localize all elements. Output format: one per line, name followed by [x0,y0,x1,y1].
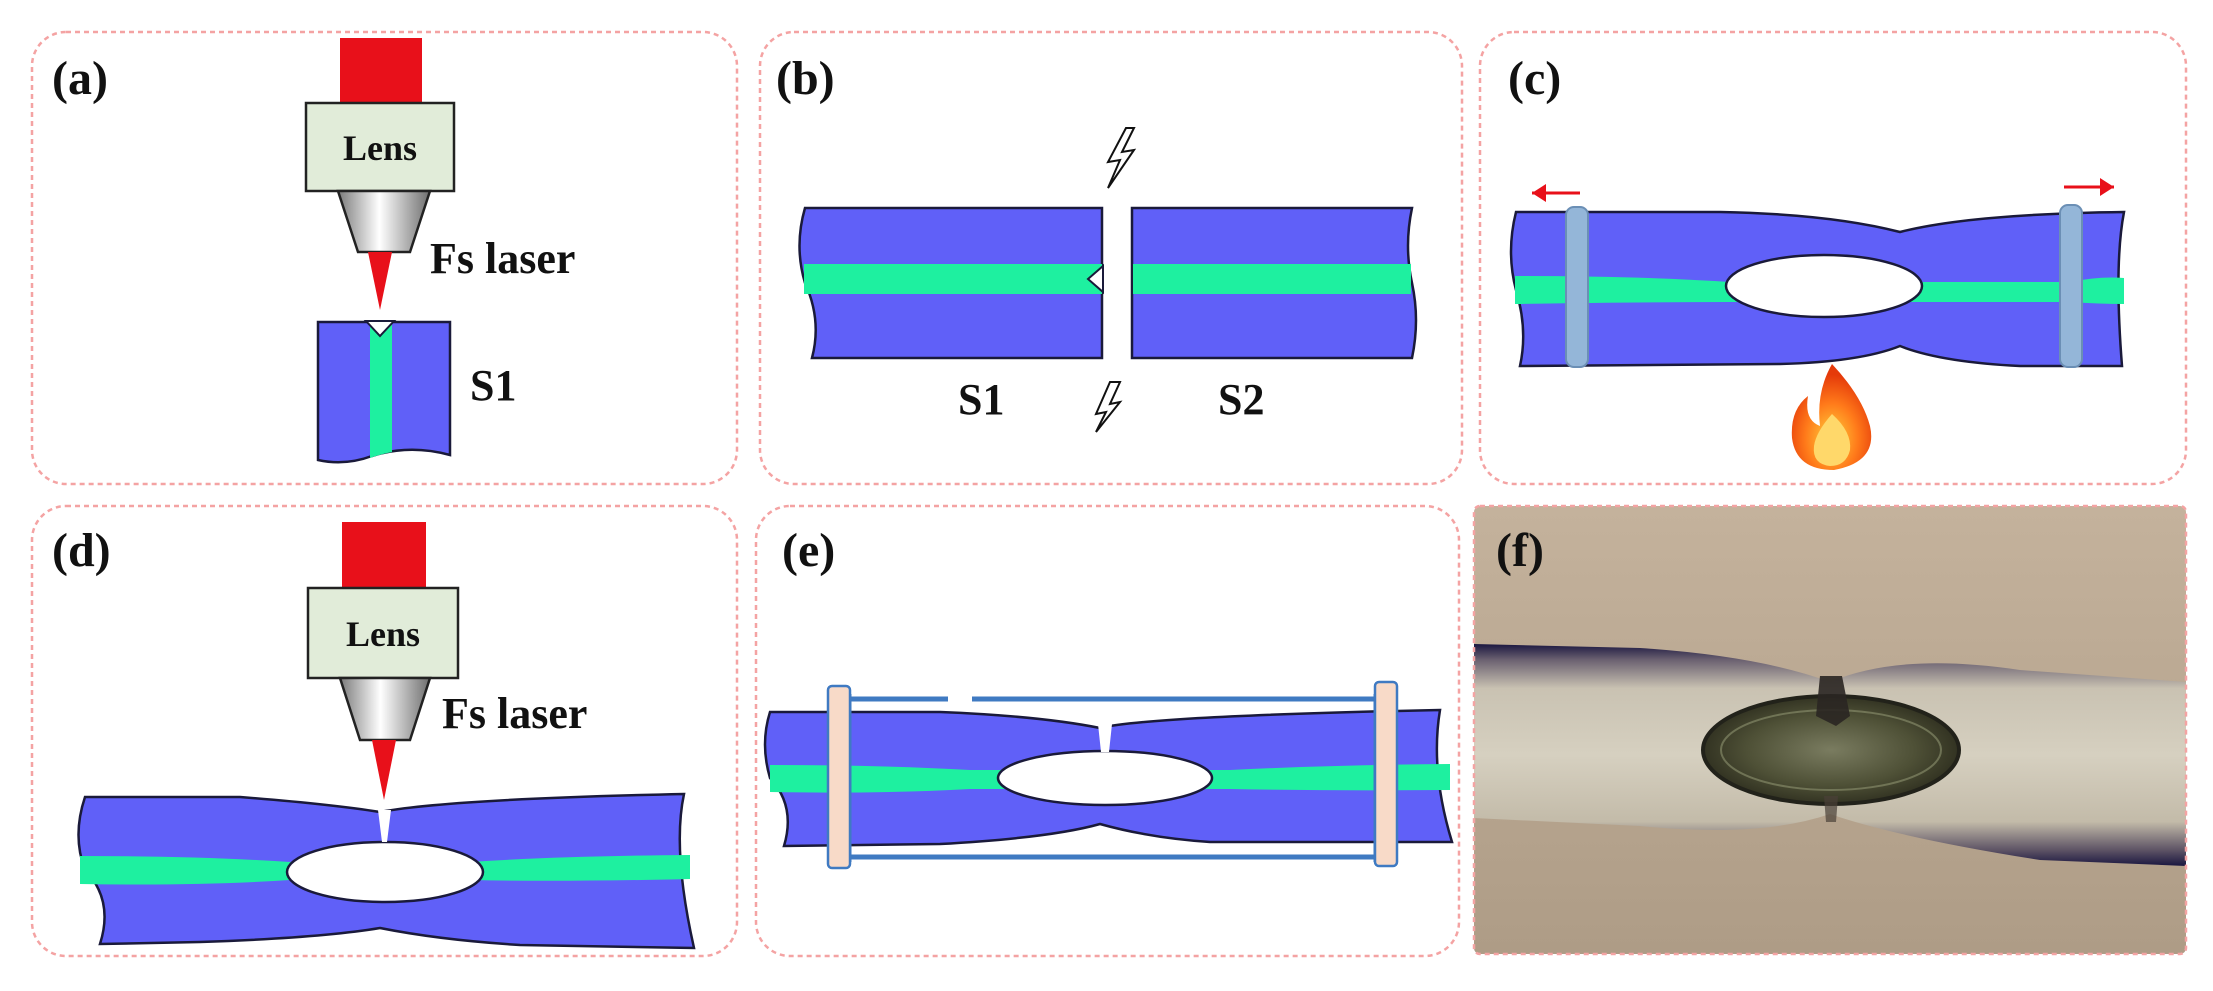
air-cavity [285,840,485,904]
notch [363,320,397,338]
panel-c: (c) [1478,30,2188,486]
panel-a-frame [30,30,739,486]
flame-icon [1791,364,1872,470]
panel-a-laser-label: Fs laser [430,234,575,283]
air-cavity [996,749,1214,807]
panel-f-label: (f) [1496,524,1544,577]
micro-channel [378,810,391,842]
panel-f: (f) [1472,504,2188,956]
fiber-clamp [2059,204,2083,368]
tube-seal [1373,680,1399,868]
panel-d-label: (d) [52,524,111,577]
panel-f-frame [1472,504,2188,956]
objective-nozzle [336,189,432,254]
panel-b-right-label: S2 [1218,375,1264,424]
objective-nozzle [338,676,432,742]
micrograph [1474,506,2186,954]
panel-b-frame [758,30,1464,486]
pull-arrow-left-icon [1532,184,1546,202]
laser-beam-icon [368,252,392,310]
panel-d: (d) Lens Fs laser [30,504,739,958]
fiber-s2-core [1133,264,1411,294]
channel-image [1816,676,1850,726]
laser-head-icon [340,38,422,104]
laser-beam-icon [372,740,396,800]
panel-e: (e) [754,504,1461,958]
panel-c-frame [1478,30,2188,486]
panel-a-lens-label: Lens [343,128,417,168]
notch [1086,263,1104,295]
panel-e-frame [754,504,1461,958]
panel-d-frame [30,504,739,958]
panel-b: (b) S1 S2 [758,30,1464,486]
panel-a: (a) Lens Fs laser S1 [30,30,739,486]
air-cavity [1724,253,1924,319]
panel-d-lens-label: Lens [346,614,420,654]
arc-discharge-icon [1094,381,1123,433]
panel-d-laser-label: Fs laser [442,689,587,738]
fiber-s1-core [804,264,1102,294]
panel-b-label: (b) [776,52,835,105]
micro-channel [1098,724,1112,752]
laser-head-icon [342,522,426,588]
fiber-core [370,323,392,458]
panel-e-label: (e) [782,524,835,577]
panel-b-left-label: S1 [958,375,1004,424]
pull-arrow-right-icon [2100,178,2114,196]
tube-seal [826,684,852,870]
panel-a-fiber-label: S1 [470,361,516,410]
panel-a-label: (a) [52,52,108,105]
arc-discharge-icon [1106,127,1137,189]
channel-trace [1824,796,1838,822]
panel-c-label: (c) [1508,52,1561,105]
fiber-clamp [1565,206,1589,368]
